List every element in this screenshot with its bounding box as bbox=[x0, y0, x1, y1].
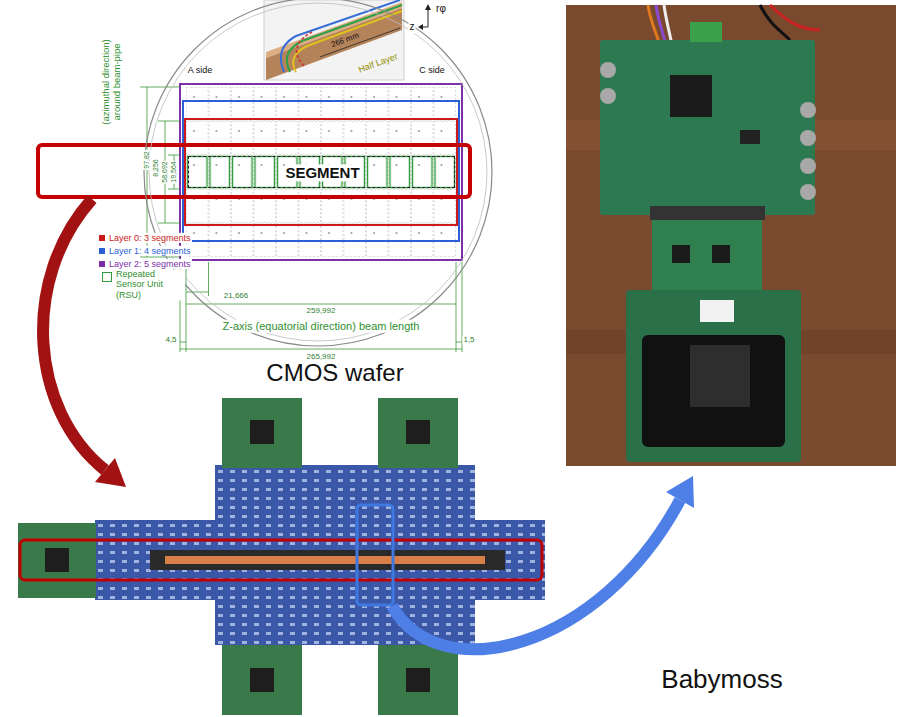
axis-label: rφ bbox=[435, 3, 447, 15]
legend-swatch bbox=[99, 235, 105, 241]
legend-text: Layer 2: 5 segments bbox=[108, 259, 192, 269]
rsu-highlight bbox=[357, 505, 393, 605]
dimension-line bbox=[186, 292, 209, 293]
segment-highlight bbox=[38, 145, 470, 197]
extension-line bbox=[140, 87, 180, 88]
arrowhead bbox=[666, 476, 694, 508]
legend-swatch bbox=[99, 261, 105, 267]
dimension-label: 19,564 bbox=[170, 160, 178, 183]
layer-1-outline bbox=[183, 101, 459, 241]
chip bbox=[672, 245, 690, 263]
dimension-line bbox=[186, 304, 456, 305]
dimension-label: 8,256 bbox=[152, 158, 160, 178]
dimension-label: 265,992 bbox=[306, 352, 337, 361]
figure-caption: Babymoss bbox=[660, 665, 783, 695]
arrowhead bbox=[95, 458, 126, 487]
side-label: A side bbox=[187, 65, 214, 75]
bnc-connector bbox=[600, 62, 616, 78]
extension-line bbox=[208, 262, 209, 296]
dimension-line bbox=[180, 342, 186, 343]
fpga-board bbox=[18, 523, 96, 598]
dimension-line bbox=[180, 349, 462, 350]
readout-board bbox=[600, 40, 815, 215]
chip bbox=[740, 130, 760, 144]
heatsink bbox=[45, 548, 69, 572]
curved-arrow bbox=[392, 500, 680, 649]
dimension-line bbox=[147, 87, 148, 257]
dimension-label: 1,5 bbox=[462, 335, 475, 344]
fpga-board bbox=[378, 645, 458, 715]
axis-line bbox=[428, 8, 429, 27]
wafer-edge bbox=[149, 3, 487, 341]
axis-arrowhead bbox=[418, 24, 423, 30]
heatsink bbox=[250, 668, 274, 692]
dimension-label: 21,666 bbox=[223, 291, 249, 300]
photo-background bbox=[566, 5, 896, 466]
curved-arrow bbox=[43, 199, 105, 470]
bnc-connector bbox=[800, 184, 816, 200]
sensor-cover bbox=[642, 335, 785, 447]
rsu-grid bbox=[186, 87, 456, 257]
sensor-strip bbox=[150, 550, 505, 570]
legend-text: Layer 1: 4 segments bbox=[108, 246, 192, 256]
axis-caption: (azimuthal direction) around beam-pipe bbox=[101, 25, 123, 139]
sensor-reflection bbox=[690, 345, 750, 407]
side-label: C side bbox=[418, 65, 446, 75]
axis-arrowhead bbox=[425, 4, 431, 10]
segment-highlight bbox=[20, 540, 542, 580]
rsu-row bbox=[186, 155, 456, 189]
extension-line bbox=[456, 262, 457, 352]
dimension-label: 4,5 bbox=[164, 335, 177, 344]
fpga-board bbox=[222, 398, 302, 468]
layer-2-outline bbox=[180, 84, 462, 260]
axis-caption: Z-axis (equatorial direction) beam lengt… bbox=[222, 320, 421, 333]
dimension-label: 266 mm bbox=[329, 30, 361, 49]
babymoss-board: Babymoss bbox=[566, 5, 896, 466]
sticker bbox=[700, 300, 734, 322]
dimension-label: 97,82 bbox=[143, 150, 151, 170]
rsu-swatch bbox=[102, 272, 112, 282]
extension-line bbox=[158, 223, 180, 224]
sensor-die bbox=[165, 556, 485, 564]
extension-line bbox=[186, 262, 187, 352]
bnc-connector bbox=[800, 158, 816, 174]
heatsink bbox=[250, 420, 274, 444]
layer-0-outline bbox=[185, 119, 457, 225]
segment-label: SEGMENT bbox=[284, 164, 360, 181]
dimension-label: 259,992 bbox=[306, 306, 337, 315]
heatsink bbox=[406, 420, 430, 444]
cable bbox=[664, 5, 672, 45]
inset-frame bbox=[264, 0, 404, 80]
dimension-line bbox=[456, 342, 462, 343]
interface-board bbox=[652, 220, 762, 292]
heatsink bbox=[406, 668, 430, 692]
power-connector bbox=[690, 22, 722, 42]
segment-box: SEGMENT bbox=[188, 156, 455, 188]
legend-text: Repeated Sensor Unit (RSU) bbox=[115, 269, 185, 300]
part-label: Half Layer bbox=[356, 51, 400, 75]
board-connector bbox=[650, 206, 765, 220]
legend-text: Layer 0: 3 segments bbox=[108, 233, 192, 243]
wafer-edge bbox=[144, 0, 492, 346]
fpga-chip bbox=[670, 75, 712, 117]
bnc-connector bbox=[800, 130, 816, 146]
chip bbox=[712, 245, 730, 263]
cable bbox=[770, 5, 820, 30]
dimension-label: 58,692 bbox=[161, 160, 169, 183]
fpga-board bbox=[378, 398, 458, 468]
axis-label: z bbox=[409, 21, 416, 33]
extension-line bbox=[140, 257, 180, 258]
bnc-connector bbox=[600, 88, 616, 104]
half-layer-ring bbox=[297, 32, 312, 66]
bnc-connector bbox=[800, 102, 816, 118]
legend-swatch bbox=[99, 248, 105, 254]
fpga-board bbox=[222, 645, 302, 715]
carrier-board bbox=[626, 290, 801, 462]
extension-line bbox=[158, 121, 180, 122]
figure-caption: CMOS wafer bbox=[265, 359, 404, 387]
wafer-outline: CMOS waferSEGMENT bbox=[143, 0, 493, 347]
